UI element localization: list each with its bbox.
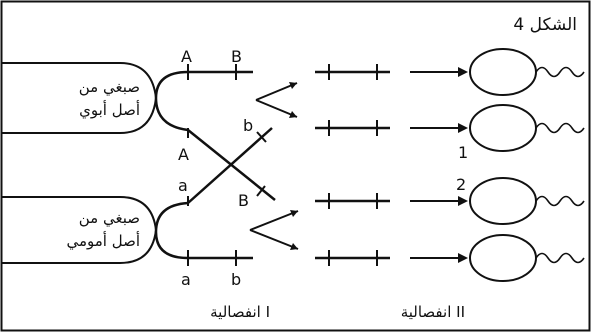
gene-label-a-bottom: a (181, 270, 191, 289)
division-2-label: انفصالية II (401, 303, 465, 321)
gamete (469, 177, 585, 225)
gene-tick (256, 185, 266, 197)
gamete (469, 234, 585, 282)
division-1-label: انفصالية I (210, 303, 270, 321)
arrowhead (289, 82, 297, 89)
arrow-to-gamete (410, 67, 468, 77)
gene-label-A: A (178, 145, 189, 164)
arrowhead (289, 111, 297, 118)
gene-label-b: b (243, 116, 253, 135)
arrowhead (290, 243, 298, 250)
maternal-label-line1: صبغي من (79, 209, 140, 228)
arrow-to-gamete (410, 123, 468, 133)
gene-label-B-top: B (231, 47, 242, 66)
chromatid-2 (315, 120, 390, 136)
arrow-to-gamete (410, 253, 468, 263)
chromatid-4 (315, 250, 390, 266)
split-arrow-upper-a (255, 82, 298, 101)
gene-label-A-top: A (181, 47, 192, 66)
gamete-number-1: 1 (458, 143, 468, 162)
gamete (469, 104, 585, 152)
arrow-to-gamete (410, 196, 468, 206)
split-arrow-lower-a (249, 210, 299, 231)
crossover-chromatid-2 (187, 127, 273, 204)
maternal-chromosome-arc (154, 201, 189, 260)
maternal-label-line2: أصل أمومي (66, 231, 140, 251)
chromatid-3 (315, 193, 390, 209)
gene-label-B: B (238, 191, 249, 210)
paternal-label-line1: صبغي من (79, 78, 140, 97)
arrowhead (290, 210, 298, 217)
gene-label-a: a (178, 176, 188, 195)
chromatid-1 (315, 64, 390, 80)
paternal-chromosome-arc (154, 70, 189, 132)
gene-label-b-bottom: b (231, 270, 241, 289)
split-arrow-lower-b (249, 229, 299, 250)
gamete-number-2: 2 (456, 175, 466, 194)
gamete (469, 48, 585, 96)
figure-title: الشكل 4 (513, 15, 577, 35)
gene-tick (256, 131, 267, 143)
split-arrow-upper-b (255, 99, 298, 118)
paternal-label-line2: أصل أبوي (79, 100, 140, 120)
